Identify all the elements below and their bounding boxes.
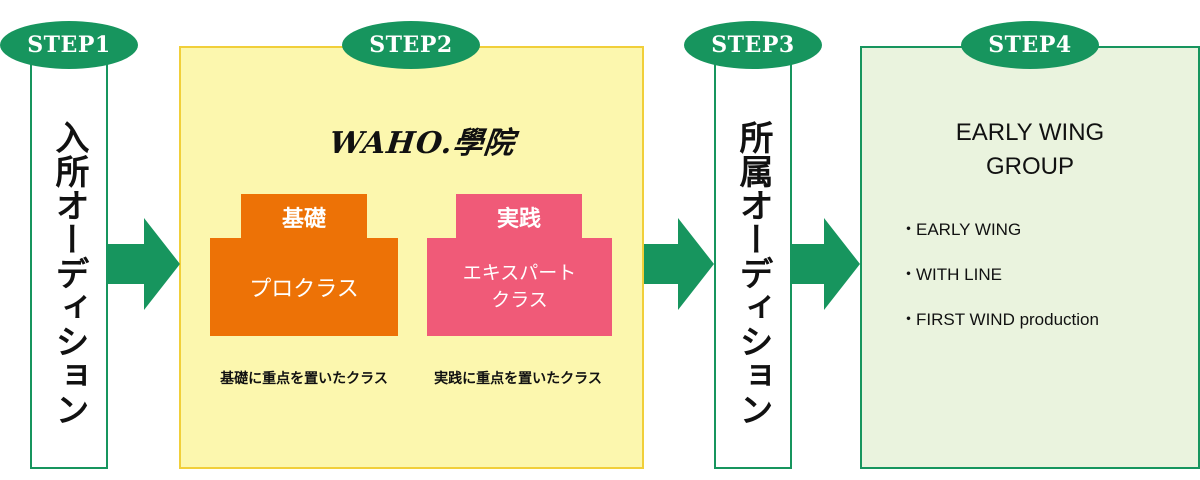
step1-column: 入所オーディション: [30, 46, 108, 469]
bullet: ・: [900, 220, 917, 239]
group-title-line2: GROUP: [985, 153, 1074, 180]
list-item: ・EARLY WING: [900, 216, 1099, 261]
course-caption-practice: 実践に重点を置いたクラス: [434, 371, 602, 387]
step1-badge: STEP1: [0, 21, 138, 69]
course-tab-basic: 基礎: [241, 194, 367, 240]
course-tab-practice: 実践: [456, 194, 582, 240]
course-block-expert-line2: クラス: [491, 289, 548, 311]
waho-logo: WAHO.學院: [327, 126, 517, 161]
step1-text: 入所オーディション: [49, 120, 89, 426]
list-item-label: FIRST WIND production: [916, 310, 1099, 329]
list-item: ・FIRST WIND production: [900, 306, 1099, 351]
bullet: ・: [900, 310, 917, 329]
step3-badge: STEP3: [684, 21, 822, 69]
step2-badge: STEP2: [342, 21, 480, 69]
arrow-right-icon: [792, 218, 860, 310]
step4-badge: STEP4: [961, 21, 1099, 69]
list-item-label: WITH LINE: [916, 265, 1002, 284]
course-caption-basic: 基礎に重点を置いたクラス: [220, 371, 388, 387]
course-block-pro: プロクラス: [210, 238, 398, 336]
list-item-label: EARLY WING: [916, 220, 1022, 239]
arrow-right-icon: [644, 218, 714, 310]
step3-column: 所属オーディション: [714, 46, 792, 469]
course-block-expert-line1: エキスパート: [462, 262, 577, 284]
course-block-expert: エキスパート クラス: [427, 238, 612, 336]
step3-text: 所属オーディション: [733, 120, 773, 426]
group-title: EARLY WING GROUP: [860, 116, 1200, 184]
step4-box: [860, 46, 1200, 469]
group-list: ・EARLY WING ・WITH LINE ・FIRST WIND produ…: [900, 216, 1099, 351]
bullet: ・: [900, 265, 917, 284]
list-item: ・WITH LINE: [900, 261, 1099, 306]
arrow-right-icon: [108, 218, 180, 310]
group-title-line1: EARLY WING: [955, 119, 1105, 146]
